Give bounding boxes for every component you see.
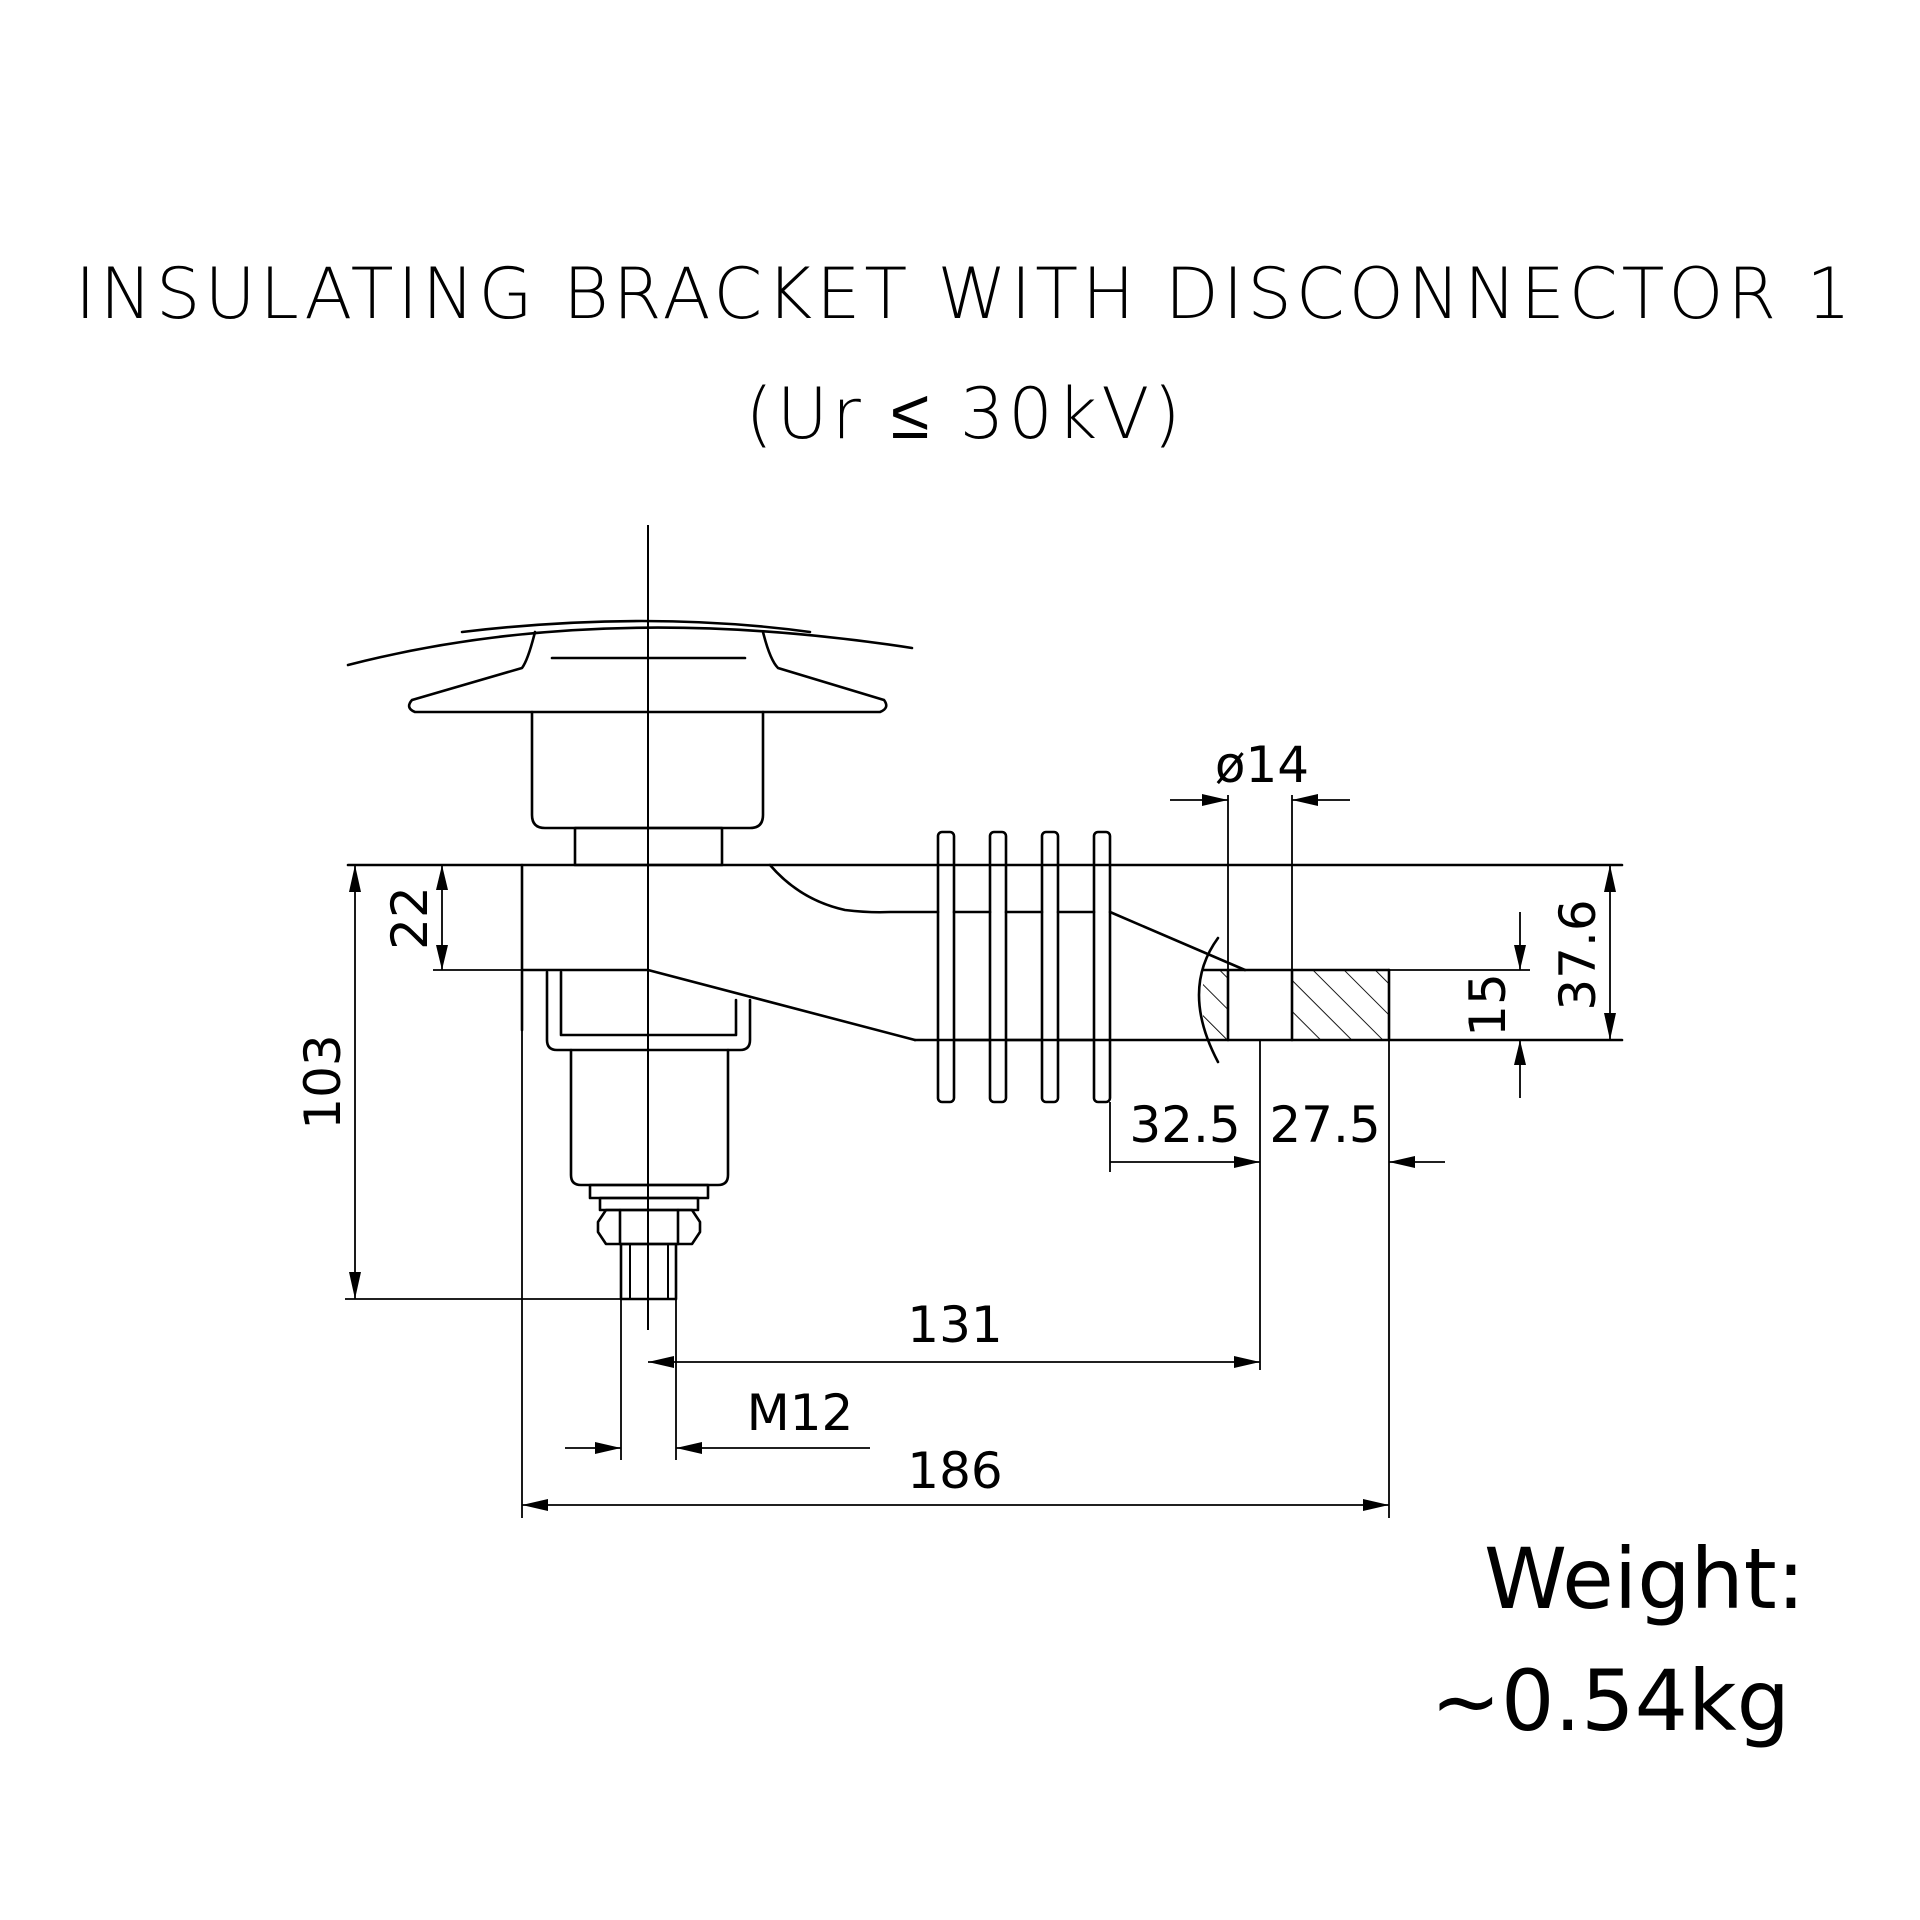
title-line-1: INSULATING BRACKET WITH DISCONNECTOR 1 — [75, 253, 1855, 335]
dimension-103: 103 — [294, 865, 621, 1300]
insulator-cap — [346, 619, 914, 867]
title-line-2: (Ur ≤ 30kV) — [745, 373, 1184, 455]
dimension-15: 15 — [1389, 912, 1530, 1098]
dimension-131-label: 131 — [907, 1296, 1002, 1354]
dimension-37-6-label: 37.6 — [1549, 899, 1607, 1010]
dimension-186-label: 186 — [907, 1442, 1002, 1500]
dimension-22-label: 22 — [381, 886, 439, 950]
dimension-dia14-label: ø14 — [1215, 736, 1309, 794]
bracket-body — [346, 863, 1624, 1042]
dimension-103-label: 103 — [294, 1034, 352, 1129]
dimension-15-label: 15 — [1459, 973, 1517, 1037]
dimension-dia14: ø14 — [1170, 736, 1350, 970]
weight-value: ~0.54kg — [1431, 1652, 1790, 1750]
dimension-32-5-27-5: 32.5 27.5 — [1109, 1040, 1445, 1518]
end-plate-section — [1197, 936, 1391, 1064]
dimension-22: 22 — [381, 865, 522, 971]
horizontal-sheds — [936, 830, 1112, 1104]
dimension-37-6: 37.6 — [1549, 865, 1616, 1040]
dimension-131: 131 — [648, 1296, 1260, 1368]
lower-insulator — [545, 970, 752, 1301]
dimension-186: 186 — [521, 1030, 1389, 1518]
dimension-m12: M12 — [565, 1299, 870, 1460]
dimension-32-5-label: 32.5 — [1129, 1096, 1240, 1154]
dimension-27-5-label: 27.5 — [1269, 1096, 1380, 1154]
dimension-m12-label: M12 — [747, 1384, 854, 1442]
weight-label: Weight: — [1484, 1530, 1805, 1628]
